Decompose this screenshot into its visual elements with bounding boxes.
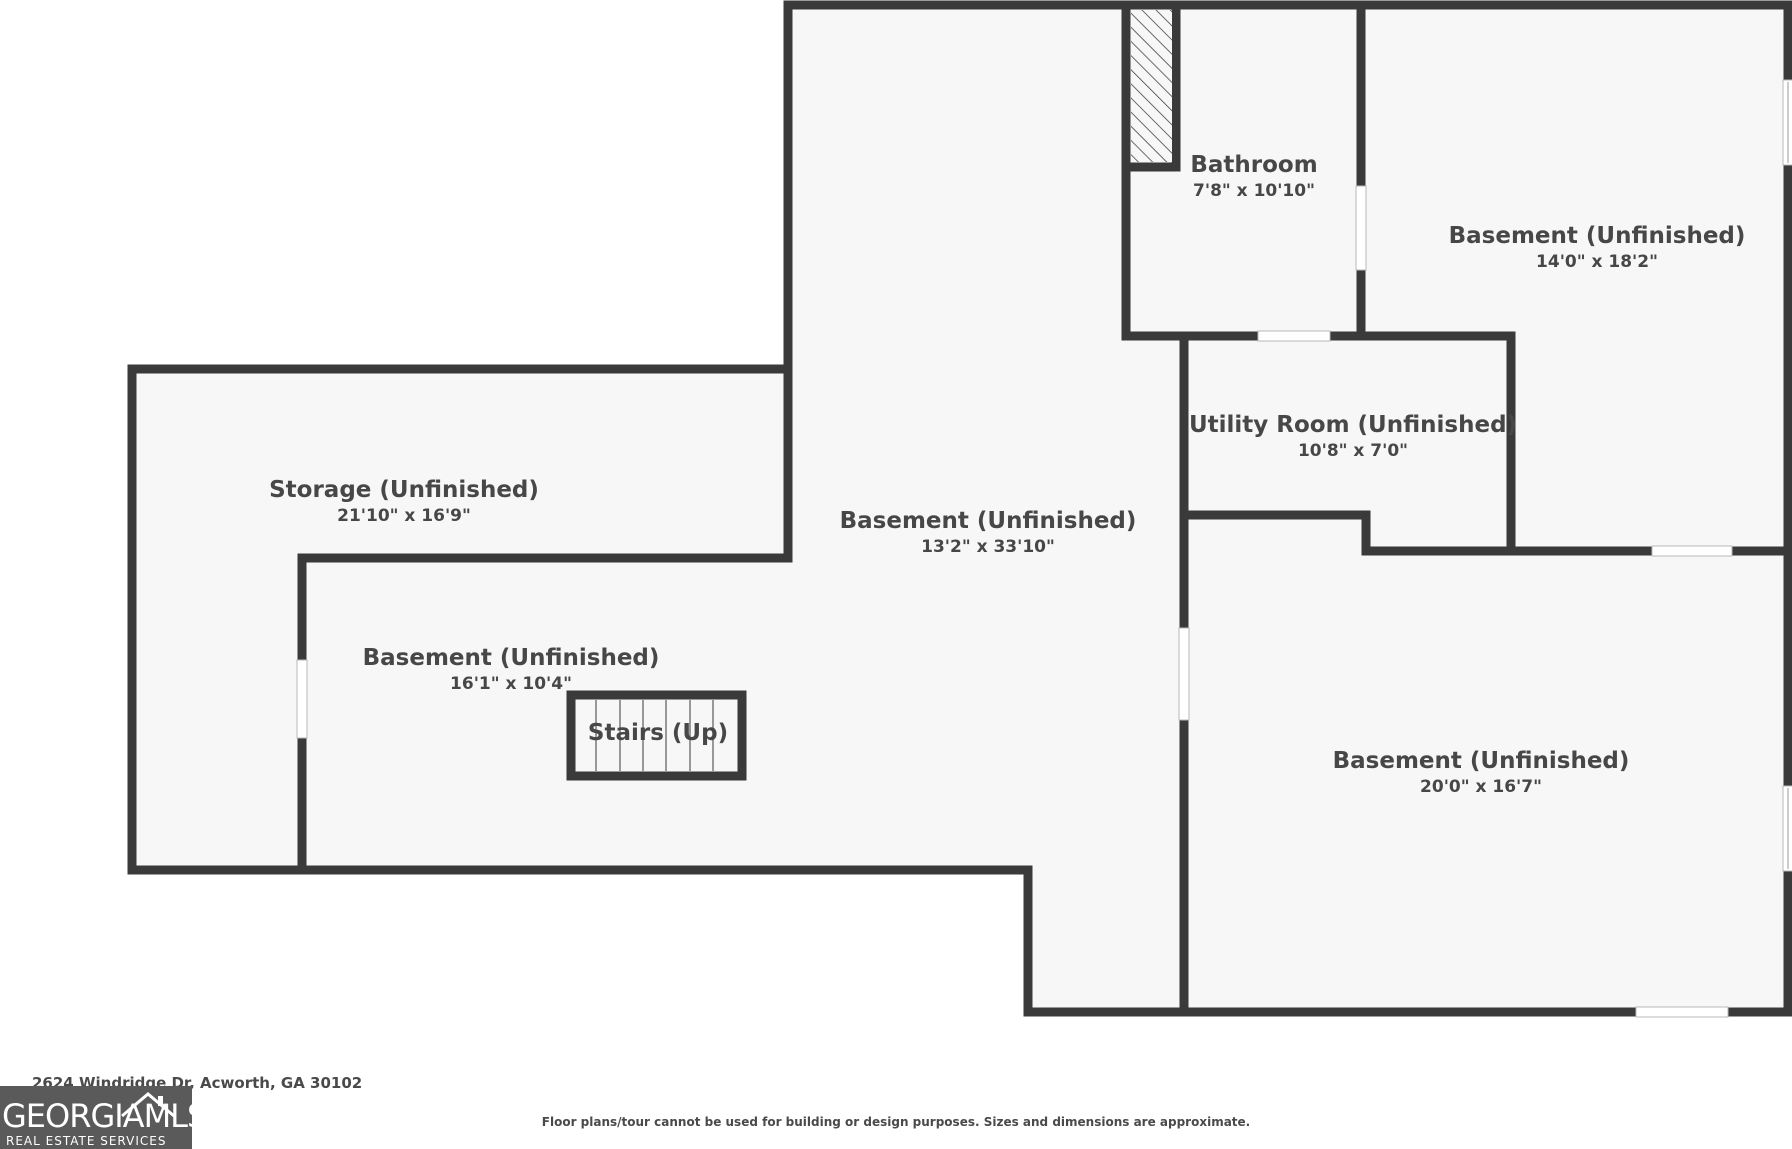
room-dimensions: 14'0" x 18'2"	[1536, 252, 1658, 272]
door-opening	[1355, 185, 1367, 271]
shaft-hatch	[1131, 10, 1172, 162]
georgia-mls-logo: GEORGIAMLS REAL ESTATE SERVICES	[0, 1086, 192, 1149]
disclaimer-text: Floor plans/tour cannot be used for buil…	[541, 1115, 1251, 1129]
door-opening	[1178, 627, 1190, 721]
logo-tagline: REAL ESTATE SERVICES	[6, 1134, 167, 1148]
room-name: Basement (Unfinished)	[839, 508, 1137, 534]
room-name: Basement (Unfinished)	[1448, 223, 1746, 249]
room-label-storage: Storage (Unfinished) 21'10" x 16'9"	[269, 475, 539, 527]
room-dimensions: 10'8" x 7'0"	[1297, 441, 1409, 461]
room-dimensions: 13'2" x 33'10"	[921, 537, 1055, 557]
room-name: Utility Room (Unfinished)	[1188, 412, 1518, 438]
stairs-box	[566, 690, 747, 781]
outer-wall	[127, 0, 1792, 1017]
room-label-basement-southeast: Basement (Unfinished) 20'0" x 16'7"	[1333, 746, 1630, 798]
room-name: Basement (Unfinished)	[362, 645, 660, 671]
room-label-bathroom: Bathroom 7'8" x 10'10"	[1190, 150, 1317, 202]
room-name: Storage (Unfinished)	[269, 477, 539, 503]
room-label-basement-west: Basement (Unfinished) 16'1" x 10'4"	[363, 643, 660, 695]
window	[1635, 1006, 1729, 1018]
stair-treads	[595, 700, 714, 771]
door-opening	[1257, 330, 1331, 342]
utility-bottom-wall	[1179, 510, 1792, 556]
room-name: Basement (Unfinished)	[1332, 748, 1630, 774]
door-opening	[296, 659, 308, 739]
door-opening	[1651, 545, 1733, 557]
room-label-basement-northeast: Basement (Unfinished) 14'0" x 18'2"	[1449, 221, 1746, 273]
room-dimensions: 20'0" x 16'7"	[1420, 777, 1542, 797]
house-icon	[121, 1092, 175, 1118]
floor-area	[132, 5, 1788, 1012]
room-label-utility-room: Utility Room (Unfinished) 10'8" x 7'0"	[1189, 410, 1517, 462]
room-label-basement-central: Basement (Unfinished) 13'2" x 33'10"	[840, 506, 1137, 558]
room-name: Bathroom	[1190, 152, 1318, 178]
room-dimensions: 21'10" x 16'9"	[337, 506, 471, 526]
shaft-wall	[1121, 0, 1181, 172]
room-dimensions: 16'1" x 10'4"	[450, 674, 572, 694]
room-dimensions: 7'8" x 10'10"	[1193, 181, 1315, 201]
logo-wordmark: GEORGIAMLS	[2, 1097, 192, 1135]
stairs-label: Stairs (Up)	[587, 720, 729, 746]
